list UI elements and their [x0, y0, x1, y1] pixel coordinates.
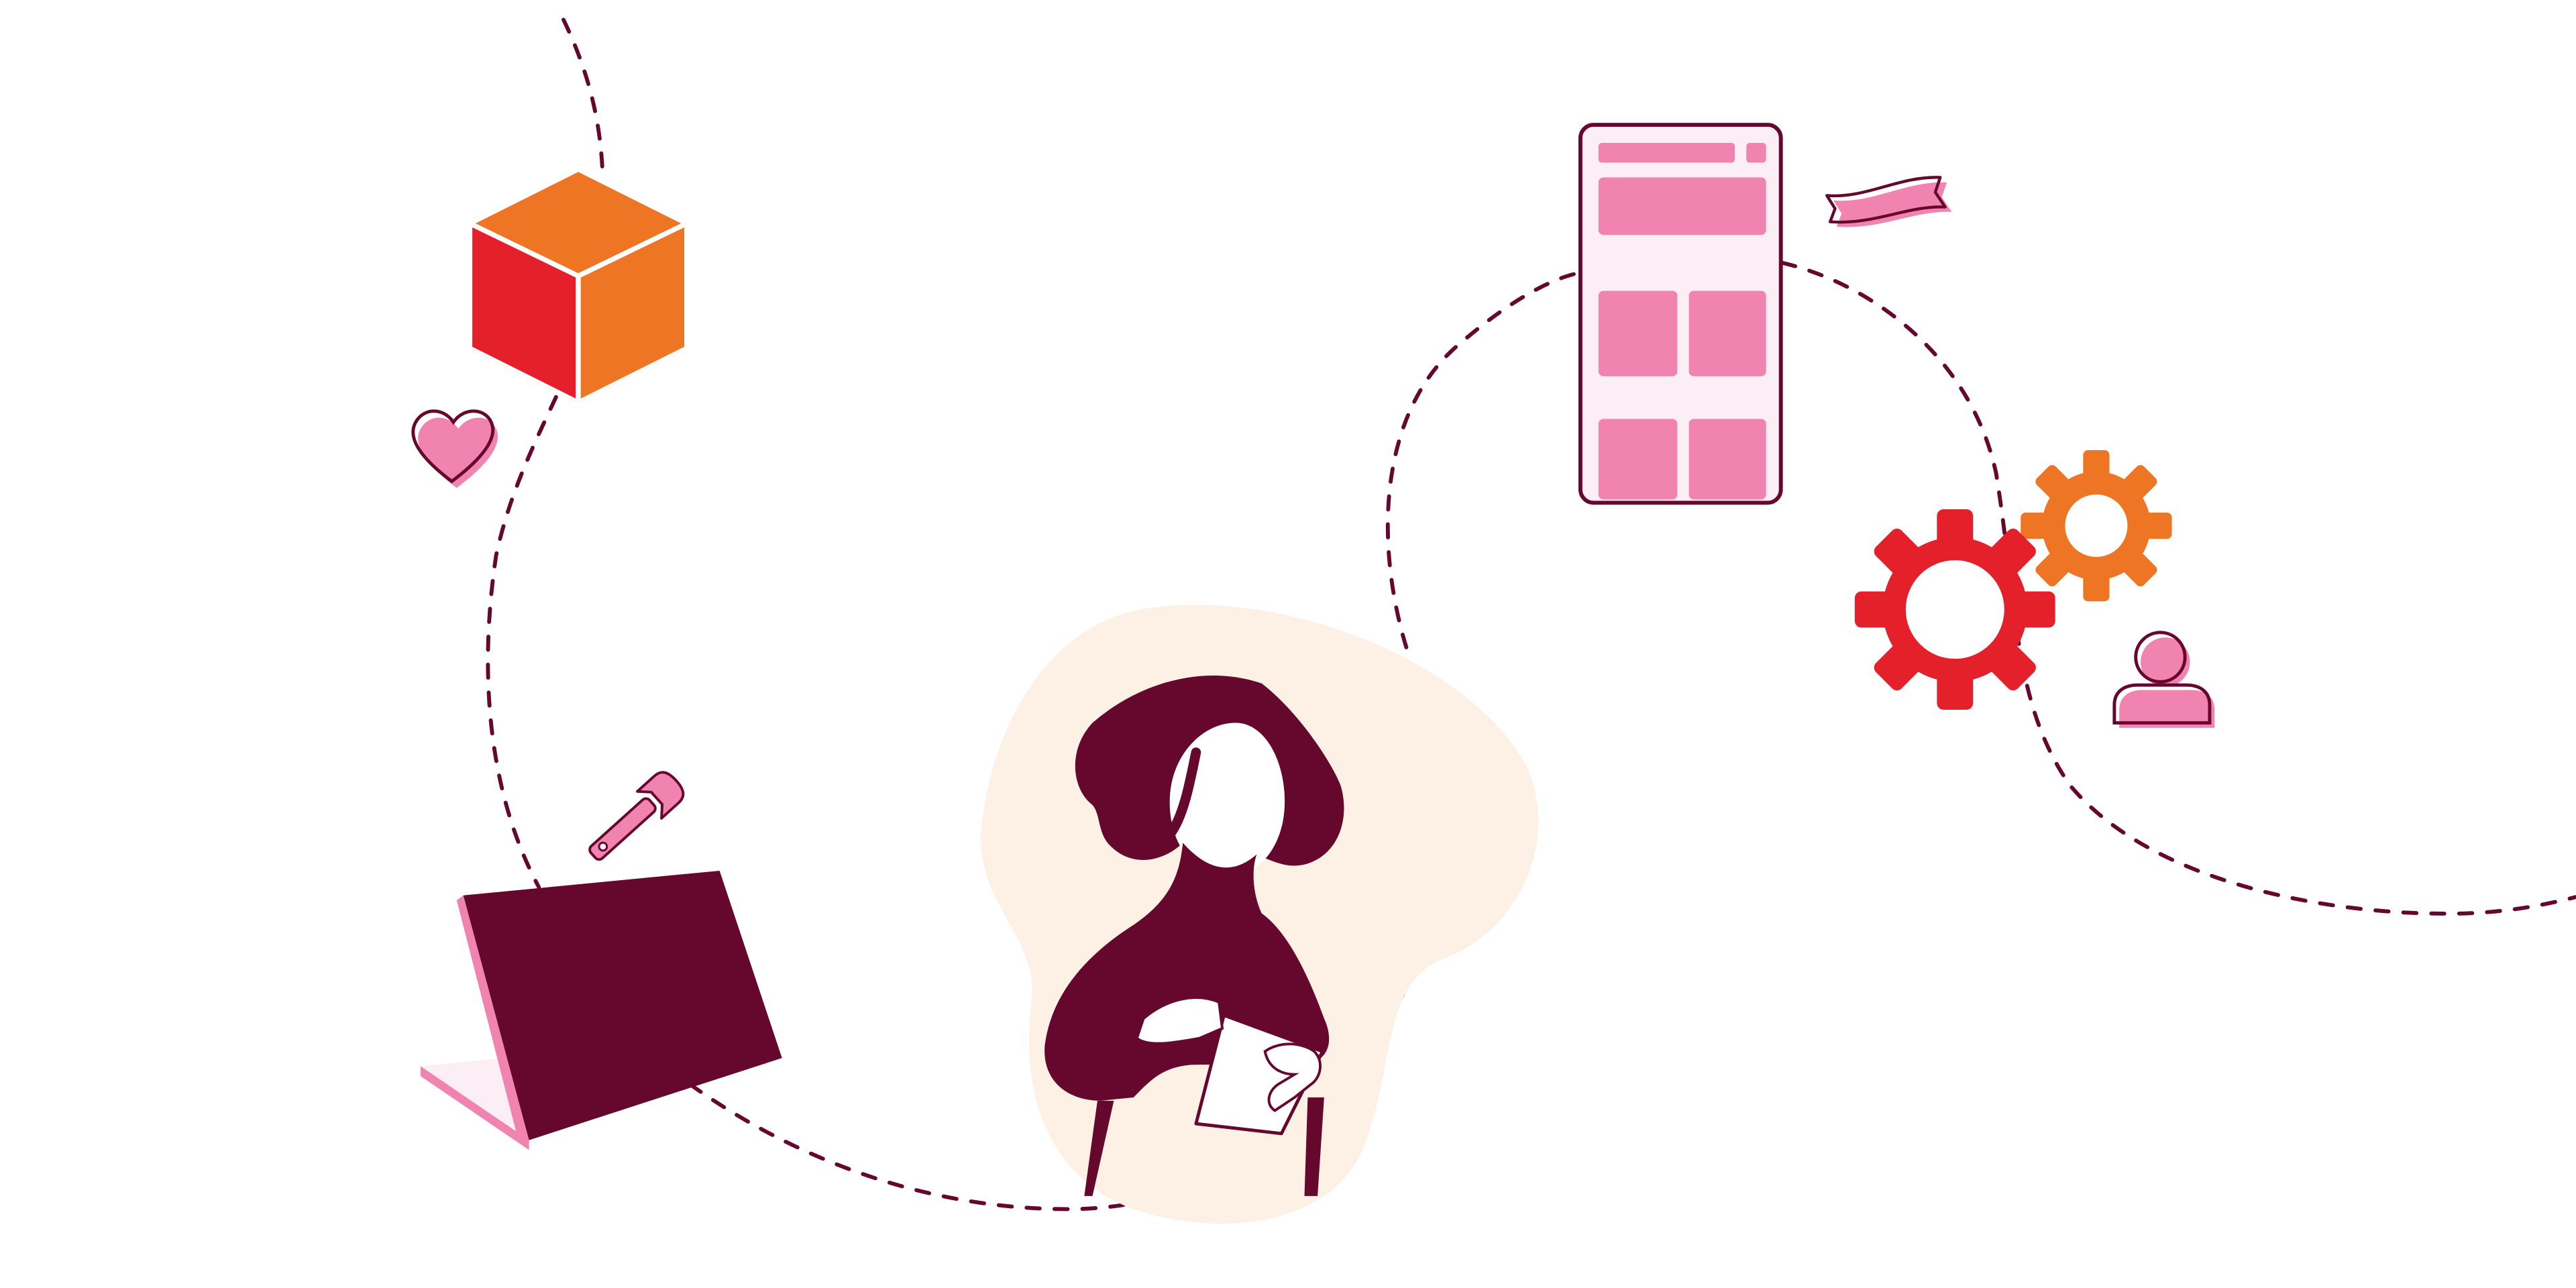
ribbon-icon [1825, 176, 1952, 227]
orange-gear-icon [2021, 450, 2172, 602]
dashed-path-right [1780, 260, 2576, 916]
heart-icon [411, 409, 498, 488]
user-icon [2112, 631, 2215, 728]
cube-icon [467, 166, 690, 405]
laptop-icon [420, 870, 782, 1150]
person-figure [1044, 675, 1344, 1196]
dashed-path-left [486, 17, 605, 890]
dashed-path-middle [1385, 270, 1582, 649]
red-gear-icon [1854, 509, 2055, 710]
wrench-icon [588, 771, 685, 861]
phone-wireframe-icon [1578, 123, 1783, 505]
